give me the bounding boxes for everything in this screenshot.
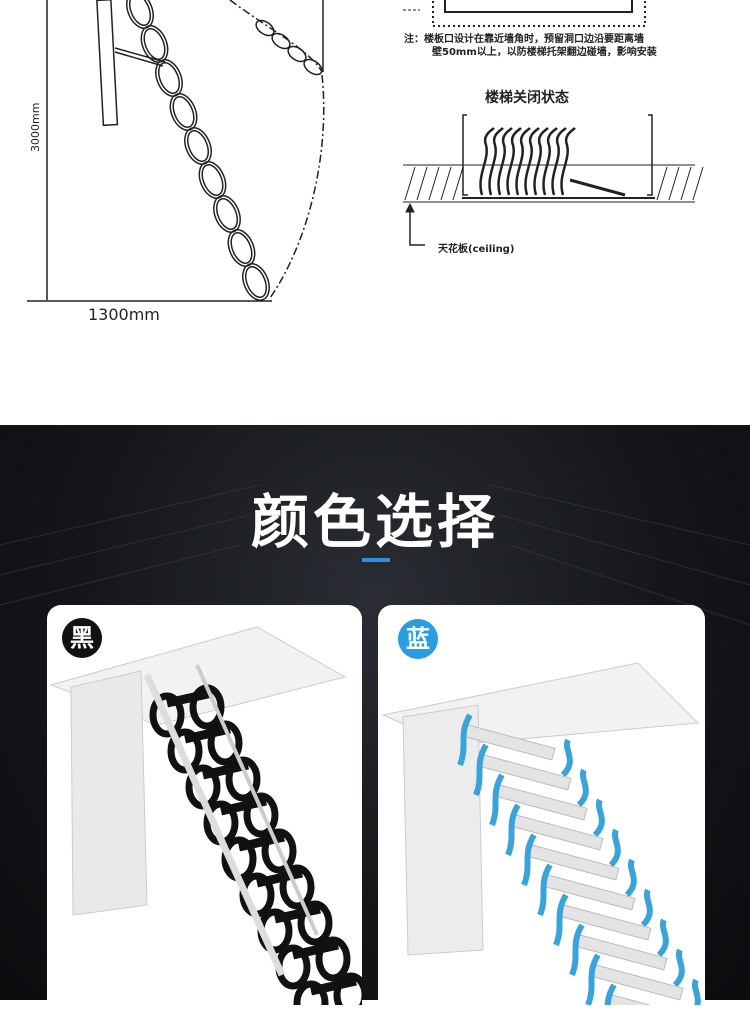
ladder-open-diagram <box>27 0 704 302</box>
color-badge-blue: 蓝 <box>398 619 438 659</box>
installation-diagram: 3000mm 1300mm 注：楼板口设计在靠近墙角时，预留洞口边沿要距离墙 壁… <box>0 0 750 425</box>
color-option-blue[interactable]: 蓝 <box>378 605 705 1025</box>
ladder-link <box>184 127 212 165</box>
ladder-link <box>242 263 270 301</box>
black-ladder-image <box>49 626 362 1005</box>
ladder-link <box>169 93 198 131</box>
title-accent-bar <box>362 558 390 562</box>
black-rail-link <box>167 728 203 774</box>
ladder-link <box>213 195 241 233</box>
color-option-black[interactable]: 黑 <box>47 605 362 1025</box>
ceiling-label: 天花板(ceiling) <box>438 244 515 255</box>
ladder-link <box>140 25 169 63</box>
black-rail-link <box>149 692 185 738</box>
closed-state-title: 楼梯关闭状态 <box>485 90 569 106</box>
ladder-link <box>198 161 227 199</box>
section-title: 颜色选择 <box>250 488 499 556</box>
ladder-link <box>227 229 256 267</box>
height-dimension-label: 3000mm <box>29 102 42 152</box>
city-background <box>0 484 750 626</box>
color-badge-black: 黑 <box>62 618 102 658</box>
ladder-link <box>155 59 183 97</box>
installation-note-line-1: 注：楼板口设计在靠近墙角时，预留洞口边沿要距离墙 <box>404 34 644 45</box>
installation-note-line-2: 壁50mm以上，以防楼梯托架翻边碰墙，影响安装 <box>432 47 657 58</box>
width-dimension-label: 1300mm <box>88 305 160 324</box>
blue-ladder-image <box>381 662 701 1005</box>
ladder-link <box>126 0 154 29</box>
blue-ladder-step <box>608 994 700 1005</box>
